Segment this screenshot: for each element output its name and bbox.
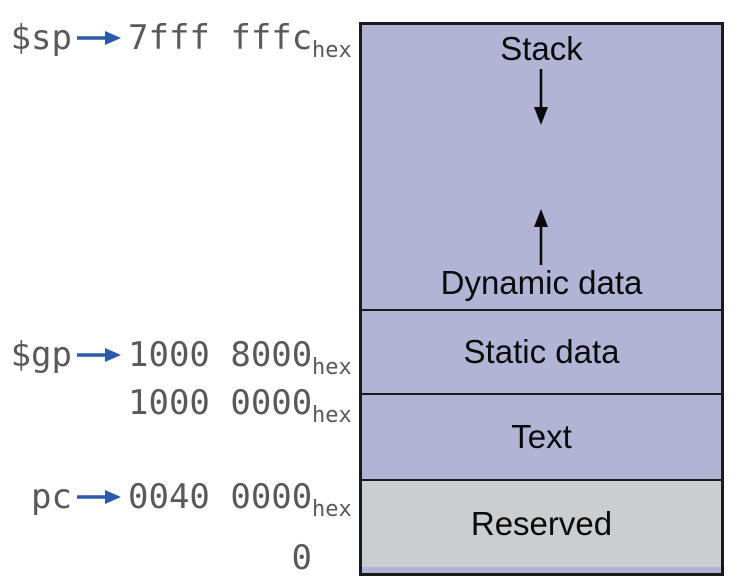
hex-subscript: hex: [312, 403, 352, 428]
pointer-row-sp: $sp 7fff fffchex: [10, 16, 352, 63]
pointer-row-static-base: 1000 0000hex: [10, 381, 352, 428]
hex-subscript: hex: [312, 38, 352, 63]
reserved-label: Reserved: [470, 505, 613, 542]
address-value-sp: 7fff fffchex: [128, 18, 352, 63]
address-value-pc: 0040 0000hex: [128, 477, 352, 522]
right-arrow-icon: [77, 31, 121, 45]
up-arrow-icon: [534, 208, 549, 265]
segment-text: Text: [362, 393, 721, 479]
right-arrow-icon: [77, 348, 121, 362]
stack-label: Stack: [500, 30, 583, 67]
stack-group: Stack: [500, 30, 583, 126]
address-value-gp: 1000 8000hex: [128, 335, 352, 380]
register-label-gp: $gp: [10, 335, 72, 375]
text-segment-label: Text: [511, 418, 572, 455]
memory-map: Stack Dynamic data Static data Text Rese: [359, 22, 724, 576]
pointer-row-pc: pc 0040 0000hex: [10, 475, 352, 522]
segment-stack-dynamic: Stack Dynamic data: [362, 25, 721, 309]
segment-reserved: Reserved: [362, 479, 721, 567]
register-label-pc: pc: [31, 477, 72, 517]
register-label-sp: $sp: [10, 18, 72, 58]
static-data-label: Static data: [463, 333, 620, 370]
dynamic-data-label: Dynamic data: [440, 263, 643, 301]
dynamic-data-group: Dynamic data: [440, 207, 643, 301]
right-arrow-icon: [77, 490, 121, 504]
hex-subscript: hex: [312, 497, 352, 522]
down-arrow-icon: [534, 69, 549, 126]
pointer-row-gp: $gp 1000 8000hex: [10, 333, 352, 380]
pointer-row-zero: 0: [10, 536, 312, 580]
segment-static-data: Static data: [362, 309, 721, 393]
hex-subscript: hex: [312, 355, 352, 380]
address-zero: 0: [291, 538, 312, 578]
address-value-text-base: 1000 0000hex: [128, 383, 352, 428]
